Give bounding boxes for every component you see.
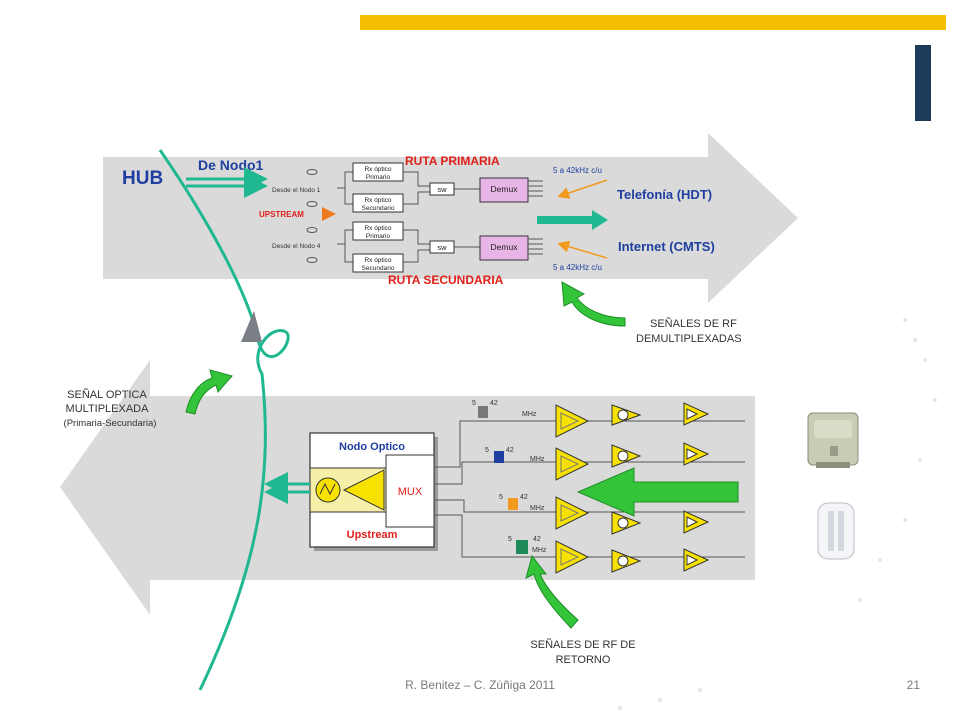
return-path-lines xyxy=(434,420,745,558)
accent-bar xyxy=(360,15,946,30)
return-signals-line-2: RETORNO xyxy=(556,654,611,666)
band-filter-4: 5 42 MHz xyxy=(508,536,547,554)
svg-text:sw: sw xyxy=(437,243,447,252)
hub-output-arrow xyxy=(537,210,608,230)
page-number: 21 xyxy=(906,678,920,692)
demux-signals-line-2: DEMULTIPLEXADAS xyxy=(636,333,742,345)
upstream-triangle-icon xyxy=(322,207,336,221)
fiber-direction-arrow xyxy=(241,311,262,342)
from-node-1-label: Desde el Nodo 1 xyxy=(272,187,321,194)
hub-connectors xyxy=(306,169,480,263)
svg-text:Demux: Demux xyxy=(491,184,519,194)
svg-text:Rx óptico: Rx óptico xyxy=(364,225,391,232)
svg-text:Rx óptico: Rx óptico xyxy=(364,197,391,204)
svg-text:MHz: MHz xyxy=(532,547,547,554)
switch-1: sw xyxy=(429,182,455,196)
secondary-route-label: RUTA SECUNDARIA xyxy=(388,273,504,287)
band-filter-1: 5 42 MHz xyxy=(472,400,537,418)
svg-text:42: 42 xyxy=(533,536,541,543)
demux-signals-line-1: SEÑALES DE RF xyxy=(650,317,737,330)
green-curved-arrow-bottom xyxy=(525,554,579,629)
decorative-dots xyxy=(618,318,937,710)
svg-text:sw: sw xyxy=(437,185,447,194)
svg-text:42: 42 xyxy=(490,400,498,407)
top-band-arrow xyxy=(103,133,798,303)
optical-fiber xyxy=(158,149,290,691)
band-filter-3: 5 42 MHz xyxy=(499,494,545,512)
rx-primary-4: Rx óptico Primario xyxy=(352,221,404,241)
from-node-4-label: Desde el Nodo 4 xyxy=(272,243,321,250)
amplifier-row-4 xyxy=(555,540,710,574)
svg-text:5: 5 xyxy=(485,447,489,454)
svg-text:MHz: MHz xyxy=(530,505,545,512)
svg-text:5: 5 xyxy=(472,400,476,407)
hub-label: HUB xyxy=(122,168,163,189)
svg-text:Primario: Primario xyxy=(366,233,391,240)
range-label-top: 5 a 42kHz c/u xyxy=(553,166,602,175)
svg-text:Rx óptico: Rx óptico xyxy=(364,166,391,173)
rx-primary-1: Rx óptico Primario xyxy=(352,162,404,182)
svg-text:Rx óptico: Rx óptico xyxy=(364,257,391,264)
svg-text:42: 42 xyxy=(520,494,528,501)
return-signal-arrow xyxy=(576,467,739,517)
rx-secondary-1: Rx óptico Secundario xyxy=(352,193,404,213)
return-signals-line-1: SEÑALES DE RF DE xyxy=(530,638,635,651)
svg-text:42: 42 xyxy=(506,447,514,454)
demux-2: Demux xyxy=(479,235,529,261)
svg-text:Primario: Primario xyxy=(366,174,391,181)
optical-node-title: Nodo Optico xyxy=(339,441,405,453)
green-curved-arrow-left xyxy=(185,369,233,415)
rx-secondary-4: Rx óptico Secundario xyxy=(352,253,404,273)
optical-signal-line-1: SEÑAL OPTICA xyxy=(67,388,147,401)
svg-text:MHz: MHz xyxy=(530,456,545,463)
svg-text:Demux: Demux xyxy=(491,242,519,252)
outdoor-node-device xyxy=(807,412,859,468)
amplifier-row-2 xyxy=(555,442,710,481)
amplifier-row-1 xyxy=(555,402,710,438)
optical-node: Nodo Optico MUX Upstream xyxy=(309,432,438,551)
svg-text:MHz: MHz xyxy=(522,411,537,418)
hub-upstream-label: UPSTREAM xyxy=(259,210,304,219)
svg-text:Secundario: Secundario xyxy=(362,205,395,212)
from-node-label: De Nodo1 xyxy=(198,157,264,173)
optical-amplifier-icon xyxy=(342,469,385,511)
range-label-bottom: 5 a 42kHz c/u xyxy=(553,263,602,272)
primary-route-label: RUTA PRIMARIA xyxy=(405,154,500,168)
internet-label: Internet (CMTS) xyxy=(618,239,715,254)
svg-text:5: 5 xyxy=(499,494,503,501)
telephony-label: Telefonía (HDT) xyxy=(617,187,712,202)
demux-1: Demux xyxy=(479,177,529,203)
cable-modem-device xyxy=(817,502,855,560)
mux-label: MUX xyxy=(398,486,423,498)
demux-outputs xyxy=(528,180,543,255)
side-accent-bar xyxy=(915,45,931,121)
orange-arrow-bottom xyxy=(557,240,608,259)
node-upstream-label: Upstream xyxy=(347,529,398,541)
orange-arrow-top xyxy=(557,179,608,199)
optical-signal-line-3: (Primaria-Secundaria) xyxy=(64,418,157,429)
switch-2: sw xyxy=(429,240,455,254)
amplifier-row-3 xyxy=(555,496,710,535)
footer-author: R. Benitez – C. Zúñiga 2011 xyxy=(405,678,555,692)
svg-text:Secundario: Secundario xyxy=(362,265,395,272)
optical-signal-line-2: MULTIPLEXADA xyxy=(66,403,150,415)
band-filter-2: 5 42 MHz xyxy=(485,447,545,463)
green-curved-arrow-top xyxy=(561,281,626,327)
svg-text:5: 5 xyxy=(508,536,512,543)
